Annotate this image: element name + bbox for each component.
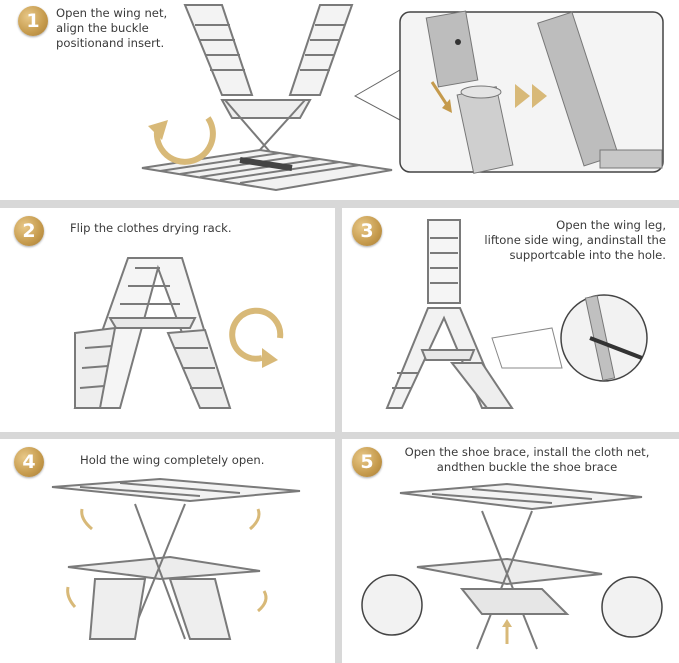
rotate-arrow-icon	[229, 307, 284, 368]
step-3-panel: 3 Open the wing leg, liftone side wing, …	[342, 208, 679, 432]
step-1-rack-illustration	[141, 4, 664, 192]
up-arrow-icon	[502, 619, 512, 644]
step-1-text: Open the wing net, align the buckle posi…	[56, 6, 168, 50]
step-2-rack-illustration	[73, 257, 284, 409]
step-1-badge: 1	[18, 6, 48, 36]
step-4-text: Hold the wing completely open.	[80, 453, 265, 467]
curved-arrow-icon	[66, 508, 268, 613]
step-5-rack-illustration	[361, 482, 663, 650]
down-arrow-icon	[430, 81, 452, 113]
step-5-panel: 5 Open the shoe brace, install the cloth…	[342, 439, 679, 663]
rotate-arrow-icon	[148, 116, 216, 165]
step-2-panel: 2 Flip the clothes drying rack.	[0, 208, 335, 432]
step-1-panel: 1 Open the wing net, align the buckle po…	[0, 0, 679, 200]
step-4-panel: 4 Hold the wing completely open.	[0, 439, 335, 663]
step-3-text: Open the wing leg, liftone side wing, an…	[484, 218, 666, 262]
step-4-badge: 4	[14, 447, 44, 477]
step-4-rack-illustration	[51, 477, 301, 640]
divider-vertical-upper	[335, 208, 342, 432]
divider-vertical-lower	[335, 439, 342, 663]
step-5-badge: 5	[352, 447, 382, 477]
divider-top	[0, 200, 679, 208]
step-1-detail-zoom	[425, 10, 663, 174]
step-2-badge: 2	[14, 216, 44, 246]
step-3-rack-illustration	[385, 219, 648, 409]
step-5-text: Open the shoe brace, install the cloth n…	[404, 445, 650, 474]
step-3-badge: 3	[352, 216, 382, 246]
divider-middle	[0, 432, 679, 439]
step-2-text: Flip the clothes drying rack.	[70, 221, 232, 235]
double-chevron-right-icon	[515, 84, 547, 108]
